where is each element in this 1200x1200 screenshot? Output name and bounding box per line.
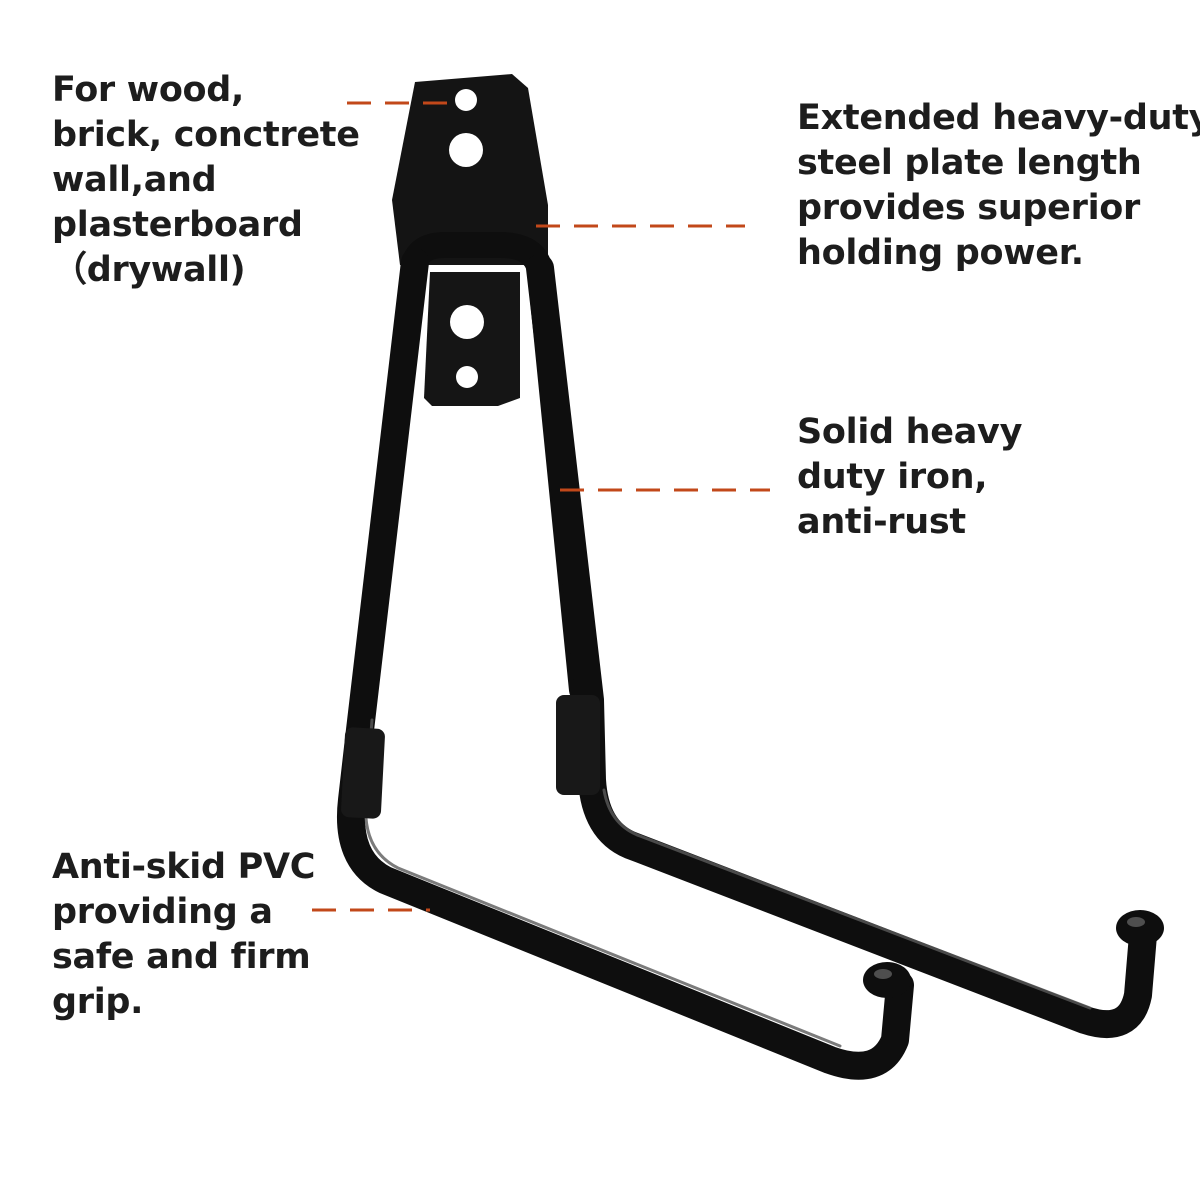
front-pvc-sleeve <box>341 727 385 819</box>
lower-screw-hole-small <box>456 366 478 388</box>
callout-pvc-grip-line-2: providing a <box>52 892 273 932</box>
callout-wall-types-line-2: brick, conctrete <box>52 115 360 155</box>
upper-screw-hole-small <box>455 89 477 111</box>
callout-pvc-grip: Anti-skid PVC providing a safe and firm … <box>52 845 315 1025</box>
callout-wall-types-line-5: （drywall) <box>52 250 246 290</box>
callout-pvc-grip-line-3: safe and firm <box>52 937 311 977</box>
callout-wall-types-line-3: wall,and <box>52 160 217 200</box>
callout-wall-types: For wood, brick, conctrete wall,and plas… <box>52 68 360 293</box>
upper-screw-hole-large <box>449 133 483 167</box>
callout-iron-line-1: Solid heavy <box>797 412 1023 452</box>
callout-steel-plate: Extended heavy-duty steel plate length p… <box>797 96 1200 276</box>
callout-pvc-grip-line-1: Anti-skid PVC <box>52 847 316 887</box>
back-pvc-sleeve <box>556 695 600 795</box>
lower-screw-hole-large <box>450 305 484 339</box>
callout-iron-line-2: duty iron, <box>797 457 988 497</box>
callout-steel-plate-line-4: holding power. <box>797 233 1084 273</box>
callout-steel-plate-line-3: provides superior <box>797 188 1140 228</box>
callout-steel-plate-line-2: steel plate length <box>797 143 1142 183</box>
callout-wall-types-line-1: For wood, <box>52 70 245 110</box>
lower-mounting-plate <box>424 272 520 406</box>
callout-steel-plate-line-1: Extended heavy-duty <box>797 98 1200 138</box>
callout-pvc-grip-line-4: grip. <box>52 982 144 1022</box>
back-hook-arm <box>526 254 1164 1038</box>
upper-mounting-plate <box>392 74 548 265</box>
callout-iron-line-3: anti-rust <box>797 502 966 542</box>
callout-iron: Solid heavy duty iron, anti-rust <box>797 410 1022 545</box>
front-hook-tip <box>863 962 911 998</box>
callout-wall-types-line-4: plasterboard <box>52 205 303 245</box>
back-hook-tip <box>1116 910 1164 946</box>
